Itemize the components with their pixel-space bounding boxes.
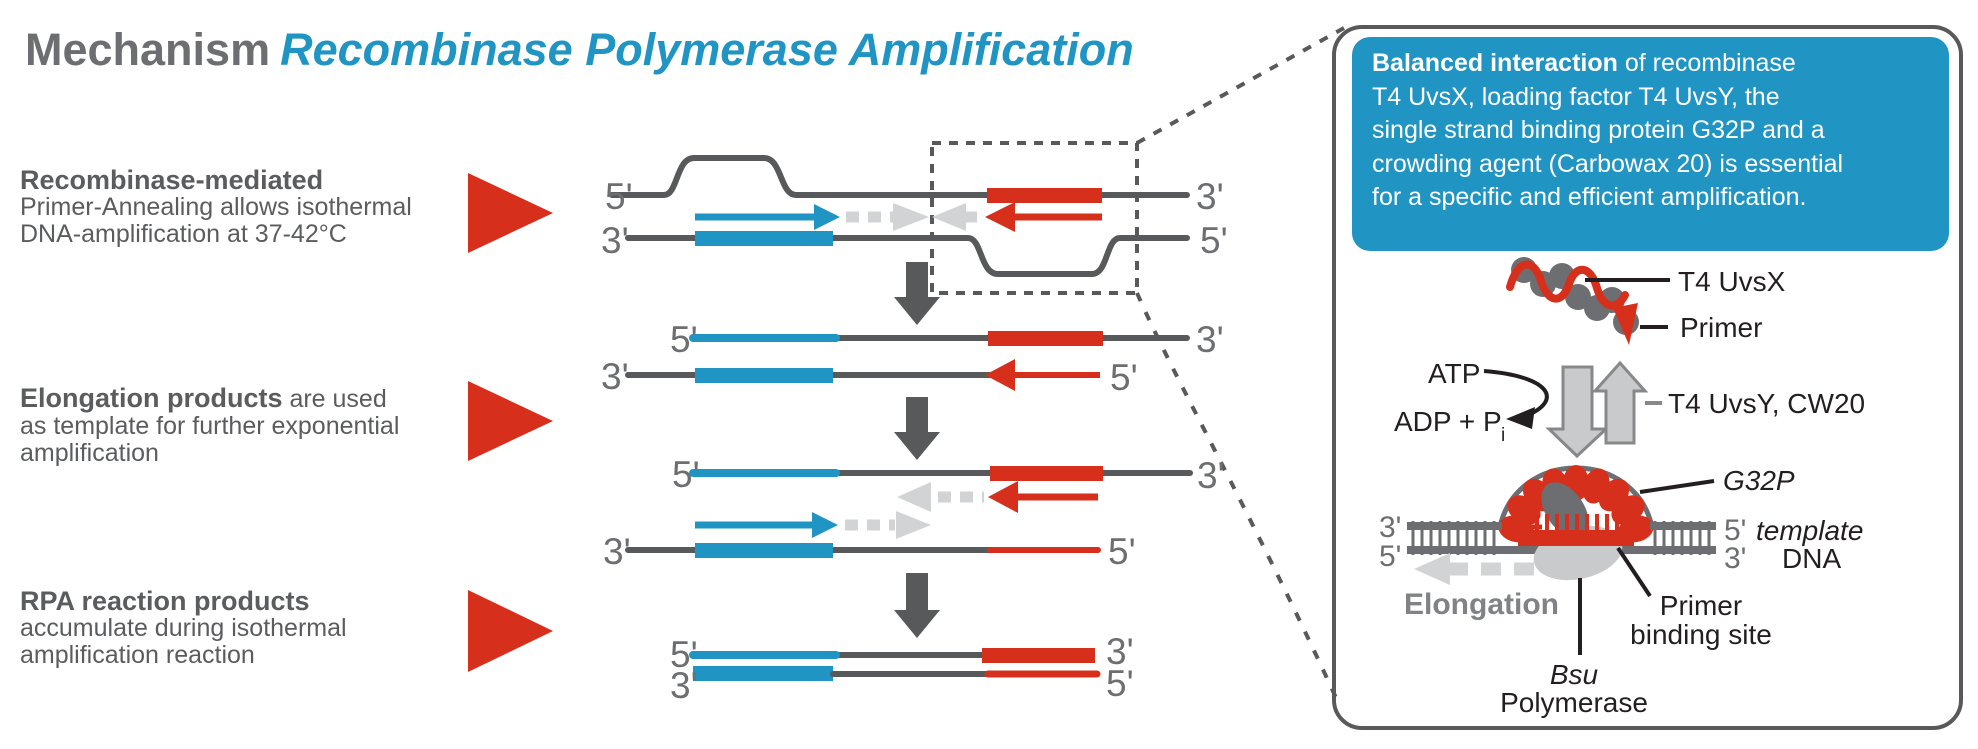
strand-label: 3' — [603, 531, 631, 572]
strand-label: 3' — [601, 220, 629, 261]
forward-primer-arrowhead — [812, 512, 838, 538]
strand-label: 3' — [1106, 631, 1134, 672]
elongation-arrowhead-right — [896, 511, 931, 539]
reverse-primer-site — [990, 466, 1103, 481]
title-emphasis: Recombinase Polymerase Amplification — [280, 24, 1134, 75]
note-bold-text: Balanced interaction — [1372, 49, 1618, 77]
zoom-callout-links — [930, 26, 1345, 703]
down-arrow — [894, 397, 940, 460]
forward-primer-site — [695, 368, 833, 383]
strand-label: 5' — [1200, 220, 1228, 261]
strand-label: 5' — [670, 634, 698, 675]
reverse-primer-site — [988, 331, 1103, 346]
stage1-recombination: 5' 3' 3' 5' — [601, 155, 1228, 277]
forward-primer-site — [693, 666, 833, 681]
reverse-primer-arrowhead — [988, 481, 1018, 513]
elongation-arrowhead-right — [893, 203, 929, 231]
reverse-primer-site — [987, 188, 1102, 203]
strand-end-labels: 5' 3' 3' 5' — [601, 176, 1228, 261]
stage2-elongation-product: 5' 3' 3' 5' — [601, 319, 1224, 398]
strand-label: 3' — [601, 356, 629, 397]
note-text: of recombinase T4 UvsX, loading factor T… — [1372, 49, 1844, 211]
strand-label: 3' — [1196, 176, 1224, 217]
template-strand-top — [609, 155, 1190, 198]
down-arrow — [894, 262, 940, 325]
down-arrow — [894, 573, 940, 638]
strand-label: 5' — [1108, 531, 1136, 572]
strand-end-labels: 5' 3' 3' 5' — [603, 454, 1225, 572]
step-body: accumulate during isothermal amplificati… — [20, 614, 347, 669]
reverse-primer-site — [982, 648, 1095, 663]
elongation-arrowhead-left — [897, 482, 931, 512]
step-body: Primer-Annealing allows isothermal DNA-a… — [20, 193, 412, 248]
callout-connector-top — [1136, 26, 1345, 145]
strand-end-labels: 5' 3' 3' 5' — [670, 631, 1134, 706]
stage-transition-arrows — [894, 262, 940, 638]
balanced-interaction-note: Balanced interaction of recombinase T4 U… — [1352, 37, 1949, 251]
strand-label: 5' — [1106, 663, 1134, 704]
step-heading: Recombinase-mediated — [20, 165, 324, 195]
step-heading: Elongation products — [20, 383, 283, 413]
strand-label: 3' — [1197, 455, 1225, 496]
dashed-zoom-box — [930, 141, 1139, 295]
strand-label: 3' — [1196, 319, 1224, 360]
reverse-primer-arrowhead — [985, 202, 1015, 232]
strand-label: 5' — [605, 176, 633, 217]
stage3-exponential-amplification: 5' 3' 3' 5' — [603, 454, 1225, 572]
strand-label: 3' — [670, 665, 698, 706]
forward-primer-arrowhead — [814, 204, 840, 230]
strand-end-labels: 5' 3' 3' 5' — [601, 319, 1224, 398]
step-body: are used as template for further exponen… — [20, 385, 400, 467]
title-prefix: Mechanism — [25, 24, 271, 75]
callout-connector-bottom — [1135, 292, 1340, 703]
step-elongation-products: Elongation products are used as template… — [20, 385, 482, 467]
template-strand-bottom — [625, 235, 1190, 277]
step-heading: RPA reaction products — [20, 586, 310, 616]
stage4-rpa-products: 5' 3' 3' 5' — [670, 631, 1134, 706]
elongation-arrowhead-left — [932, 203, 966, 231]
strand-label: 5' — [1110, 357, 1138, 398]
reverse-primer-arrowhead — [985, 359, 1015, 391]
forward-primer-site — [695, 543, 833, 558]
forward-primer-site — [695, 231, 833, 246]
strand-label: 5' — [670, 319, 698, 360]
strand-label: 5' — [672, 454, 700, 495]
